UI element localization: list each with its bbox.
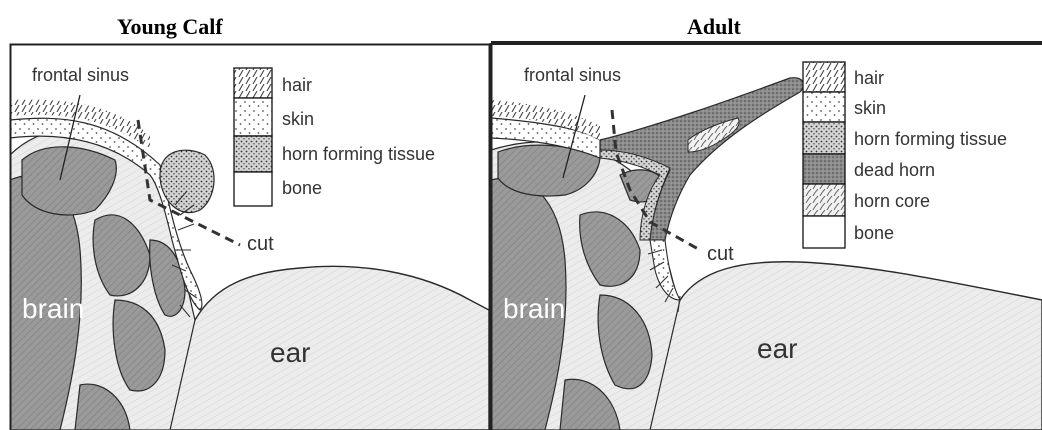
- label-ear: ear: [757, 333, 797, 364]
- legend-label-horn-forming-tissue: horn forming tissue: [854, 129, 1007, 149]
- legend-young-calf: hair skin horn forming tissue bone: [234, 68, 435, 206]
- legend-label-bone: bone: [854, 223, 894, 243]
- ear-region: [170, 266, 489, 430]
- legend-label-bone: bone: [282, 178, 322, 198]
- legend-label-skin: skin: [282, 109, 314, 129]
- legend-swatch-dead-horn: [803, 154, 845, 184]
- panel-young-calf: frontal sinus brain ear cut hair skin ho…: [10, 45, 490, 430]
- legend-label-horn-forming-tissue: horn forming tissue: [282, 144, 435, 164]
- legend-swatch-bone: [803, 216, 845, 248]
- legend-swatch-horn-forming-tissue: [234, 136, 272, 172]
- label-brain: brain: [22, 293, 84, 324]
- panel-adult: frontal sinus brain ear cut hair skin ho…: [491, 43, 1042, 430]
- legend-label-horn-core: horn core: [854, 191, 930, 211]
- label-ear: ear: [270, 337, 310, 368]
- legend-swatch-hair: [234, 68, 272, 98]
- label-cut: cut: [247, 233, 274, 255]
- legend-swatch-skin: [234, 98, 272, 136]
- legend-swatch-bone: [234, 172, 272, 206]
- legend-adult: hair skin horn forming tissue dead horn …: [803, 62, 1007, 248]
- ear-region: [650, 262, 1042, 430]
- label-brain: brain: [503, 293, 565, 324]
- legend-swatch-hair: [803, 62, 845, 92]
- legend-swatch-horn-forming-tissue: [803, 122, 845, 154]
- legend-label-skin: skin: [854, 98, 886, 118]
- label-frontal-sinus: frontal sinus: [524, 65, 621, 85]
- legend-swatch-horn-core: [803, 184, 845, 216]
- legend-label-dead-horn: dead horn: [854, 160, 935, 180]
- label-cut: cut: [707, 243, 734, 265]
- legend-swatch-skin: [803, 92, 845, 122]
- label-frontal-sinus: frontal sinus: [32, 65, 129, 85]
- legend-label-hair: hair: [854, 68, 884, 88]
- legend-label-hair: hair: [282, 75, 312, 95]
